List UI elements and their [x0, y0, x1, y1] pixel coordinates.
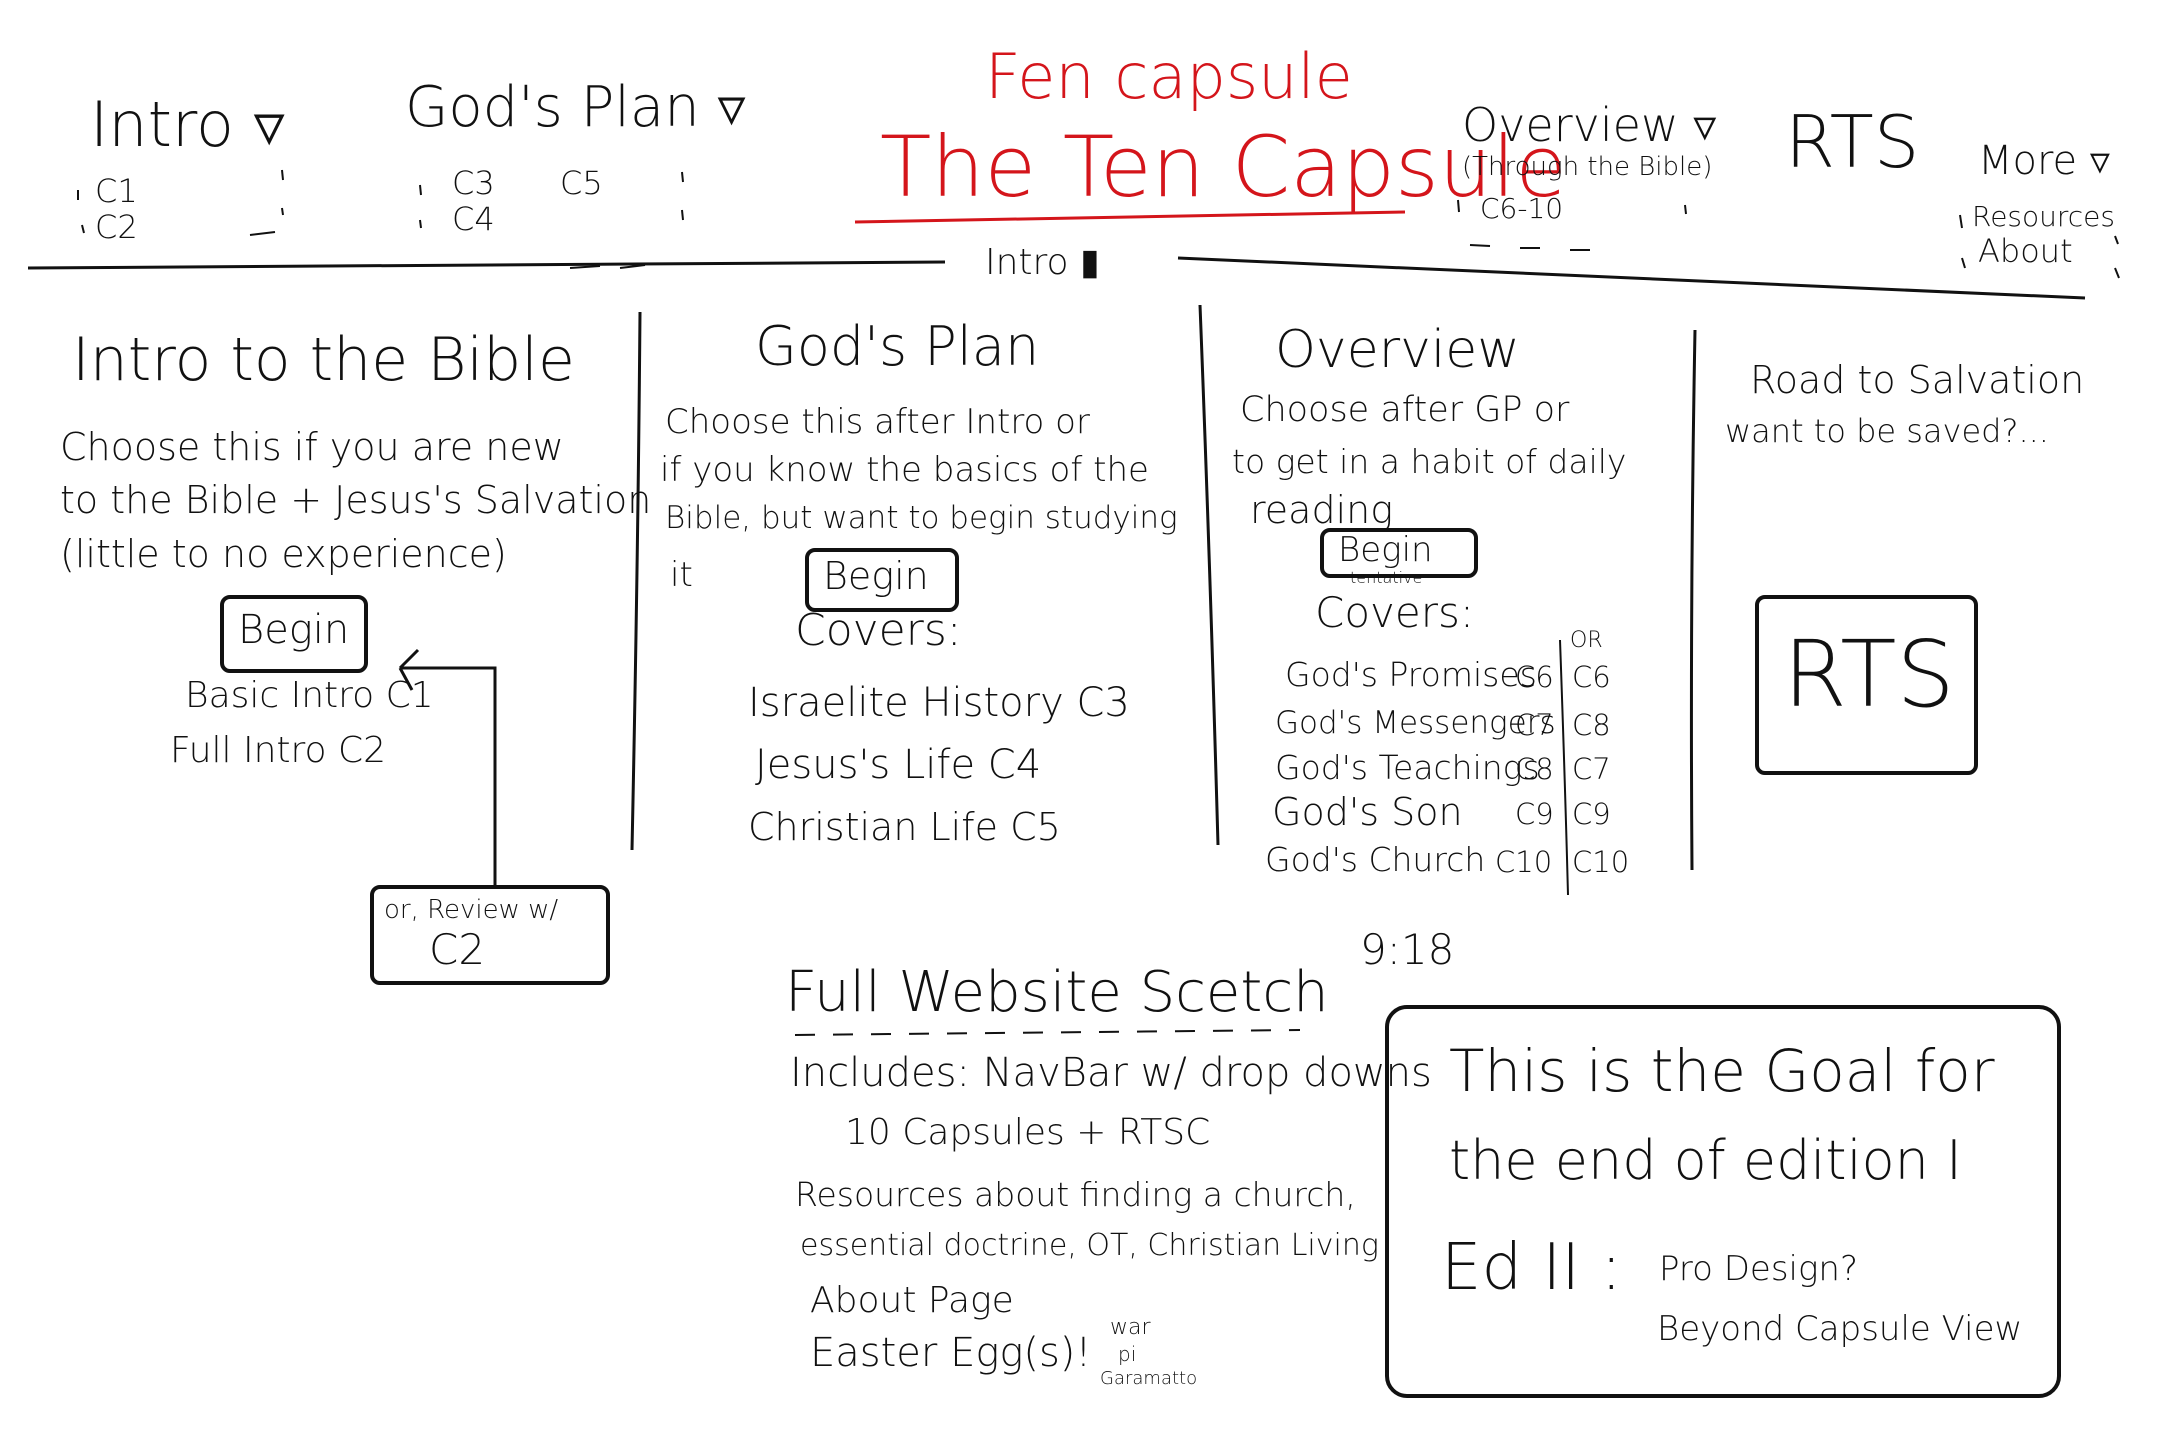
- overview-item-code-a: C7: [1515, 708, 1554, 742]
- sketch-notes-title: Full Website Scetch: [785, 960, 1329, 1025]
- intro-list-item-c1[interactable]: Basic Intro C1: [185, 675, 434, 716]
- nav-intro-item-c2[interactable]: C2: [95, 208, 138, 246]
- intro-begin-label: Begin: [238, 607, 350, 653]
- overview-item-code-b: C8: [1572, 708, 1611, 742]
- nav-overview[interactable]: Overview ▿: [1462, 98, 1717, 152]
- navbar-divider-left: [27, 260, 946, 270]
- intro-list-item-c2[interactable]: Full Intro C2: [170, 730, 387, 771]
- nav-more-item-about[interactable]: About: [1978, 232, 2073, 270]
- overview-covers-label: Covers:: [1315, 588, 1475, 637]
- easter-egg-note-2: pi: [1118, 1342, 1137, 1366]
- easter-egg-note-1: war: [1110, 1315, 1151, 1340]
- sketch-notes-line-4: essential doctrine, OT, Christian Living: [800, 1228, 1379, 1263]
- rts-button[interactable]: RTS: [1755, 595, 1978, 775]
- overview-item-code-a: C8: [1515, 752, 1554, 786]
- gods-plan-begin-label: Begin: [823, 554, 929, 598]
- gods-plan-desc-line-1: Choose this after Intro or: [665, 402, 1090, 442]
- review-arrow: [398, 648, 497, 885]
- overview-begin-label: Begin: [1338, 530, 1433, 570]
- overview-item-code-b: C10: [1572, 845, 1630, 879]
- column-divider-3: [1689, 329, 1697, 871]
- intro-review-box[interactable]: or, Review w/ C2: [370, 885, 610, 985]
- overview-item-name[interactable]: God's Messengers: [1275, 705, 1556, 741]
- overview-item-name[interactable]: God's Promises: [1285, 655, 1537, 694]
- title-underline: [854, 210, 1406, 224]
- easter-egg-note-3: Garamatto: [1100, 1368, 1198, 1389]
- goal-ed-item-2: Beyond Capsule View: [1657, 1309, 2023, 1349]
- sketch-notes-line-5: About Page: [810, 1280, 1014, 1321]
- gods-plan-desc-line-4: it: [670, 555, 693, 595]
- overview-begin-button[interactable]: Begin: [1320, 528, 1478, 578]
- sketch-notes-line-3: Resources about finding a church,: [795, 1175, 1356, 1214]
- section-marker: Intro ▮: [985, 242, 1100, 283]
- overview-desc-line-3: reading: [1250, 488, 1394, 532]
- overview-item-code-b: C6: [1572, 660, 1611, 694]
- intro-review-line-2: C2: [429, 925, 486, 974]
- sketch-notes-line-2: 10 Capsules + RTSC: [845, 1112, 1211, 1153]
- goal-line-1: This is the Goal for: [1449, 1037, 1995, 1105]
- column-divider-2: [1198, 304, 1220, 846]
- gods-plan-list-item-c4[interactable]: Jesus's Life C4: [755, 742, 1042, 788]
- intro-review-line-1: or, Review w/: [384, 895, 559, 925]
- nav-overview-item-c6-10[interactable]: C6-10: [1480, 192, 1564, 225]
- time-note: 9:18: [1360, 925, 1455, 974]
- goal-ed-item-1: Pro Design?: [1659, 1249, 1859, 1289]
- goal-ed-label: Ed II :: [1441, 1231, 1623, 1305]
- rts-desc-line-2: want to be saved?...: [1725, 412, 2049, 450]
- nav-gods-plan-item-c5[interactable]: C5: [560, 164, 603, 202]
- overview-desc-line-1: Choose after GP or: [1240, 390, 1570, 430]
- nav-gods-plan[interactable]: God's Plan ▿: [405, 75, 746, 140]
- overview-item-code-a: C9: [1515, 797, 1554, 831]
- gods-plan-begin-button[interactable]: Begin: [805, 548, 959, 612]
- overview-item-name[interactable]: God's Son: [1272, 790, 1463, 834]
- overview-or-divider: [1559, 639, 1569, 896]
- overview-item-code-b: C9: [1572, 797, 1611, 831]
- goal-line-2: the end of edition I: [1449, 1129, 1962, 1192]
- rts-desc-line-1: Road to Salvation: [1750, 358, 2085, 402]
- brand-title[interactable]: The Ten Capsule: [880, 118, 1568, 216]
- gods-plan-desc-line-3: Bible, but want to begin studying: [665, 500, 1178, 536]
- sketch-title-underline: [794, 1029, 1301, 1036]
- intro-desc-line-2: to the Bible + Jesus's Salvation: [60, 478, 652, 522]
- brand-top: Fen capsule: [985, 40, 1353, 113]
- overview-item-code-a: C6: [1515, 660, 1554, 694]
- overview-item-name[interactable]: God's Teachings: [1275, 748, 1540, 787]
- overview-begin-note: tentative: [1350, 568, 1423, 587]
- overview-item-code-b: C7: [1572, 752, 1611, 786]
- navbar-divider-right: [1177, 256, 2086, 300]
- nav-more[interactable]: More ▿: [1978, 138, 2110, 184]
- intro-begin-button[interactable]: Begin: [220, 595, 368, 673]
- intro-column-title: Intro to the Bible: [72, 325, 575, 395]
- nav-gods-plan-item-c4[interactable]: C4: [452, 200, 495, 238]
- column-divider-1: [630, 311, 642, 851]
- nav-gods-plan-item-c3[interactable]: C3: [452, 164, 495, 202]
- overview-item-code-a: C10: [1495, 845, 1553, 879]
- nav-intro[interactable]: Intro ▿: [90, 88, 285, 161]
- gods-plan-list-item-c5[interactable]: Christian Life C5: [748, 805, 1061, 849]
- gods-plan-list-item-c3[interactable]: Israelite History C3: [748, 680, 1130, 726]
- nav-more-item-resources[interactable]: Resources: [1972, 200, 2115, 233]
- sketch-notes-line-1: Includes: NavBar w/ drop downs: [790, 1050, 1432, 1096]
- nav-intro-item-c1[interactable]: C1: [95, 172, 138, 210]
- rts-button-label: RTS: [1783, 621, 1955, 728]
- overview-column-title: Overview: [1275, 320, 1520, 380]
- gods-plan-desc-line-2: if you know the basics of the: [660, 450, 1149, 490]
- sketch-notes-line-6: Easter Egg(s)!: [810, 1330, 1092, 1376]
- nav-overview-sub: (Through the Bible): [1462, 152, 1713, 182]
- gods-plan-covers-label: Covers:: [795, 605, 962, 656]
- overview-item-name[interactable]: God's Church: [1265, 840, 1486, 879]
- overview-or-label: OR: [1570, 628, 1603, 653]
- goal-box: This is the Goal for the end of edition …: [1385, 1005, 2061, 1398]
- intro-desc-line-1: Choose this if you are new: [60, 425, 564, 469]
- nav-rts[interactable]: RTS: [1785, 100, 1920, 184]
- intro-desc-line-3: (little to no experience): [60, 532, 507, 576]
- gods-plan-column-title: God's Plan: [755, 315, 1040, 378]
- overview-desc-line-2: to get in a habit of daily: [1232, 442, 1627, 481]
